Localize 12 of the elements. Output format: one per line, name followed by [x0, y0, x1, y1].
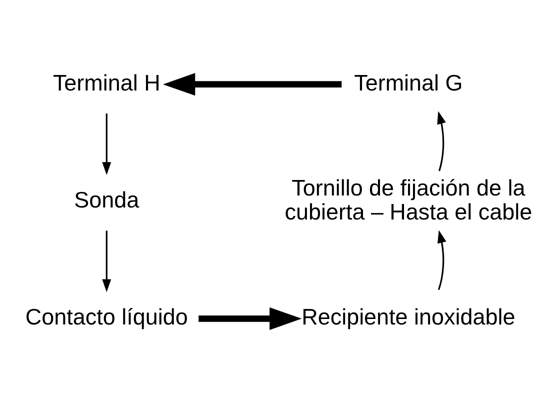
node-text: Terminal H	[52, 70, 160, 96]
arrow	[162, 73, 342, 96]
node-text: Contacto líquido	[25, 304, 188, 330]
arrow	[437, 111, 446, 172]
node-text: Tornillo de fijación de la cubierta – Hasta el cable	[284, 175, 532, 224]
node-text: Recipiente inoxidable	[302, 304, 516, 330]
arrow	[102, 230, 112, 292]
node-text: Sonda	[74, 187, 140, 212]
arrow	[102, 114, 112, 175]
node-text: Terminal G	[354, 70, 463, 96]
arrow	[438, 230, 446, 290]
arrow	[198, 307, 302, 330]
